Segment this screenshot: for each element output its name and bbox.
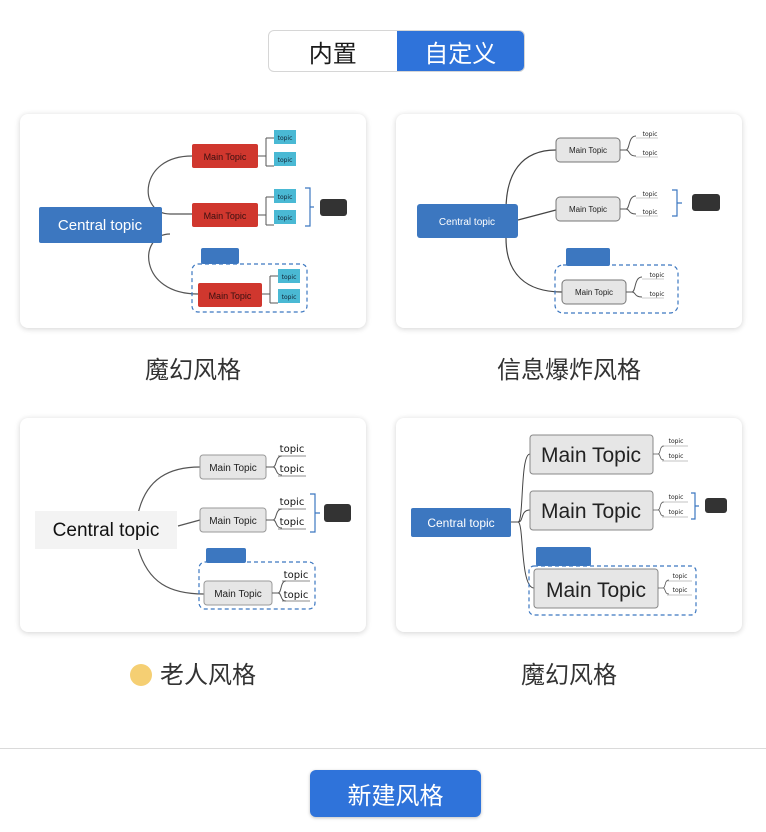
tab-builtin[interactable]: 内置 <box>308 39 357 68</box>
subtopic-text: topic <box>282 294 297 301</box>
elderly-face-icon <box>130 664 152 686</box>
main-topic-node <box>529 434 654 475</box>
main-topic-text: Main Topic <box>569 205 607 214</box>
style-card-fantasy-2[interactable]: Central topic Main Topic Main Topic topi… <box>396 418 742 632</box>
boundary-label <box>201 248 239 264</box>
main-topic-node <box>529 490 654 531</box>
mindmap-preview: Central topic Main Topic Main Topic topi… <box>411 434 727 616</box>
boundary-label <box>536 547 591 566</box>
style-card-fantasy[interactable]: Central topic Main Topic Main Topic topi… <box>20 114 366 328</box>
summary-node <box>692 194 720 211</box>
subtopic-text: topic <box>278 194 293 201</box>
main-topic-node <box>198 283 262 307</box>
main-topic-text: Main Topic <box>204 152 247 162</box>
central-topic-text: Central topic <box>427 516 494 530</box>
subtopic-text: topic <box>643 209 658 216</box>
summary-node <box>324 504 351 522</box>
footer-divider <box>0 748 766 749</box>
style-card-info-explosion[interactable]: Central topic Main Topic Main Topic topi… <box>396 114 742 328</box>
main-topic-node <box>533 568 659 609</box>
main-topic-text: Main Topic <box>546 579 646 602</box>
subtopic-text: topic <box>669 453 684 460</box>
style-name: 老人风格 <box>160 661 256 689</box>
style-card-elderly[interactable]: Central topic Main Topic Main Topic topi… <box>20 418 366 632</box>
subtopic-text: topic <box>673 587 688 594</box>
mindmap-preview: Central topic Main Topic Main Topic topi… <box>35 444 351 610</box>
main-topic-text: Main Topic <box>569 146 607 155</box>
subtopic-text: topic <box>278 215 293 222</box>
subtopic-text: topic <box>643 131 658 138</box>
subtopic-text: topic <box>643 191 658 198</box>
boundary <box>528 565 697 616</box>
summary-node <box>705 498 727 513</box>
subtopic-text: topic <box>650 272 665 279</box>
main-topic-text: Main Topic <box>541 500 641 523</box>
summary-node <box>320 199 347 216</box>
subtopic-text: topic <box>278 157 293 164</box>
central-topic-node <box>417 204 518 238</box>
boundary-label <box>566 248 610 266</box>
subtopic-text: topic <box>280 444 305 455</box>
subtopic-text: topic <box>282 274 297 281</box>
tab-custom[interactable]: 自定义 <box>396 31 524 71</box>
boundary-label <box>206 548 246 563</box>
central-topic-node <box>35 511 177 549</box>
subtopic-text: topic <box>284 590 309 601</box>
central-topic-node <box>39 207 162 243</box>
main-topic-node <box>192 203 258 227</box>
boundary <box>191 263 308 313</box>
central-topic-text: Central topic <box>53 520 160 541</box>
style-name: 信息爆炸风格 <box>497 356 641 384</box>
main-topic-text: Main Topic <box>575 288 613 297</box>
style-tabs: 内置 自定义 <box>268 30 525 72</box>
mindmap-preview: Central topic Main Topic Main Topic topi… <box>39 130 347 313</box>
subtopic-text: topic <box>284 570 309 581</box>
subtopic-text: topic <box>669 494 684 501</box>
subtopic-text: topic <box>643 150 658 157</box>
main-topic-text: Main Topic <box>204 211 247 221</box>
main-topic-node <box>192 144 258 168</box>
main-topic-text: Main Topic <box>209 463 257 474</box>
mindmap-preview: Central topic Main Topic Main Topic topi… <box>417 131 720 314</box>
main-topic-text: Main Topic <box>214 589 262 600</box>
subtopic-text: topic <box>669 509 684 516</box>
new-style-button[interactable]: 新建风格 <box>310 770 481 817</box>
subtopic-text: topic <box>669 438 684 445</box>
subtopic-text: topic <box>280 464 305 475</box>
style-name: 魔幻风格 <box>521 661 617 689</box>
main-topic-text: Main Topic <box>209 516 257 527</box>
main-topic-text: Main Topic <box>541 444 641 467</box>
boundary <box>554 264 679 314</box>
subtopic-text: topic <box>673 573 688 580</box>
central-topic-text: Central topic <box>439 217 495 228</box>
subtopic-text: topic <box>650 291 665 298</box>
central-topic-node <box>411 508 511 537</box>
style-name-row: 老人风格 <box>20 655 366 690</box>
subtopic-text: topic <box>280 517 305 528</box>
style-name: 魔幻风格 <box>145 356 241 384</box>
main-topic-text: Main Topic <box>209 291 252 301</box>
boundary <box>198 561 316 610</box>
central-topic-text: Central topic <box>58 217 143 234</box>
subtopic-text: topic <box>280 497 305 508</box>
subtopic-text: topic <box>278 135 293 142</box>
